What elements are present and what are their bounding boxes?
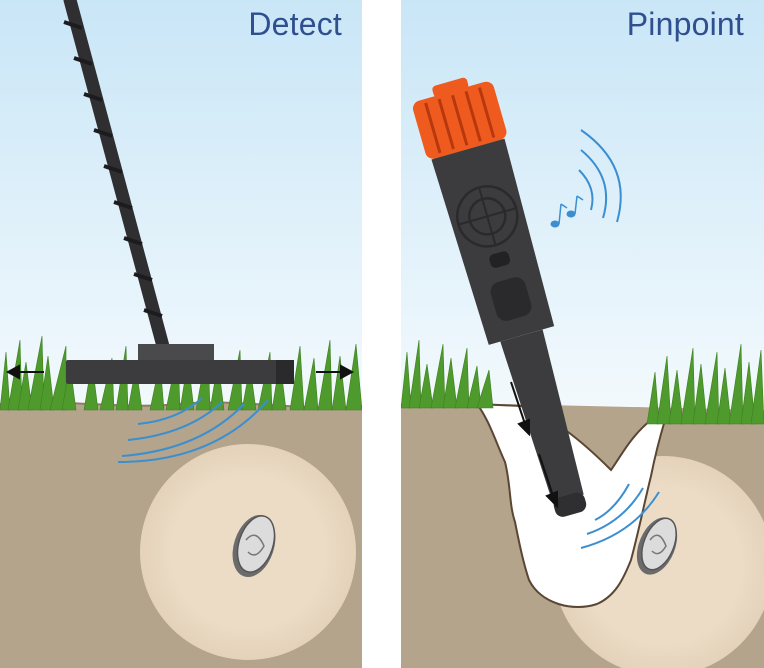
panel-title-pinpoint: Pinpoint xyxy=(626,6,744,42)
detect-panel: Detect xyxy=(0,0,362,668)
pinpoint-illustration xyxy=(401,0,764,668)
signal-wave-icon xyxy=(580,483,660,549)
signal-wave-icon xyxy=(578,129,622,223)
grass xyxy=(401,339,494,409)
arrow-icon xyxy=(5,364,355,380)
metal-detector-icon xyxy=(63,0,294,384)
panel-title-detect: Detect xyxy=(248,6,342,42)
coin-icon xyxy=(232,514,276,578)
coin-icon xyxy=(636,517,678,575)
detect-illustration xyxy=(0,0,362,668)
grass xyxy=(646,343,764,425)
arrow-icon xyxy=(510,381,558,509)
pinpointer-icon xyxy=(412,77,587,517)
music-note-icon xyxy=(550,195,584,228)
pinpoint-panel: Pinpoint xyxy=(401,0,764,668)
signal-wave-icon xyxy=(117,397,269,463)
